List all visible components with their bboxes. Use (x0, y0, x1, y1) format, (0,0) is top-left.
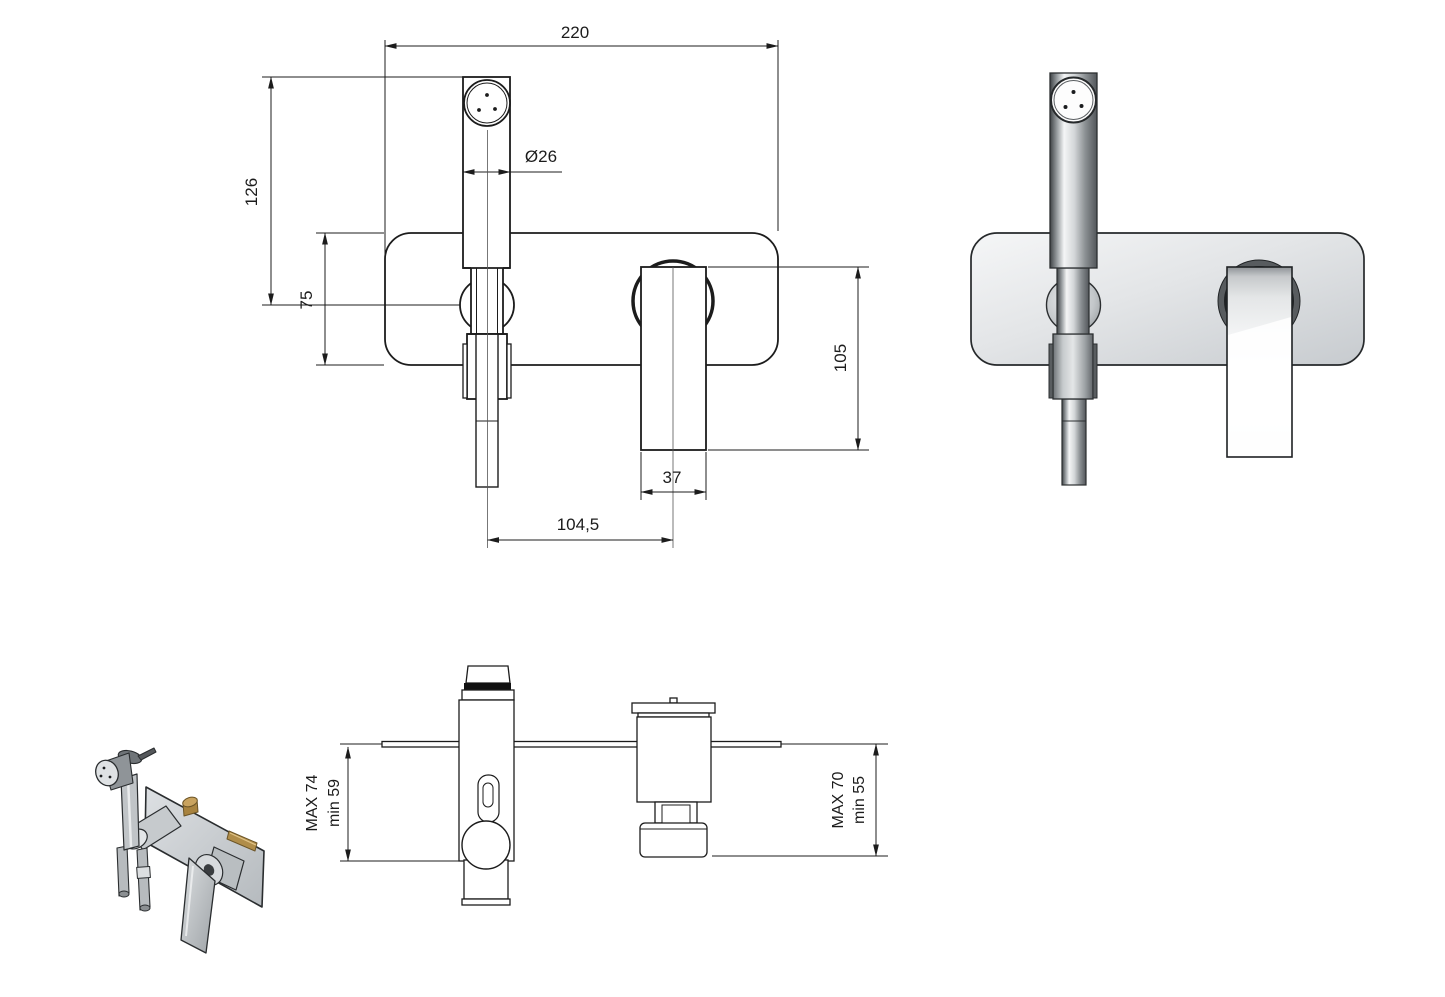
dim-wand-height: 126 (242, 76, 471, 306)
dim-label-left-max: MAX 74 (304, 774, 321, 831)
wall-plate-rendered (970, 232, 1365, 366)
lower-tube-rendered (1061, 398, 1087, 486)
wand-grip-tube (475, 333, 499, 488)
trigger-3d (137, 747, 157, 761)
dim-handle-length: 105 (708, 266, 869, 451)
dim-plate-height: 75 (297, 232, 384, 366)
mixer-3d (180, 846, 245, 954)
brass-bar-3d (226, 830, 258, 852)
wand-face-band (464, 683, 511, 690)
wall-plate-outline (384, 232, 779, 366)
view-top-dimensioned: MAX 74 min 59 MAX 70 min 55 (304, 665, 888, 906)
shower-holder-front (459, 266, 515, 488)
view-perspective (95, 747, 265, 954)
dim-label-axis-distance: 104,5 (557, 515, 600, 534)
holder-bracket-rendered (1052, 333, 1094, 400)
dim-label-plate-height: 75 (297, 291, 316, 310)
valve-body (636, 716, 712, 803)
hoses-3d (116, 845, 151, 912)
dim-label-right-min: min 55 (851, 776, 868, 824)
shower-holder-top-view (458, 665, 515, 906)
brass-inlet-3d (182, 796, 199, 817)
ball-top-view (461, 820, 511, 870)
dim-handle-width: 37 (640, 452, 707, 500)
dim-wand-diameter: Ø26 (462, 147, 562, 175)
dim-label-handle-length: 105 (831, 344, 850, 372)
dim-label-wand-height: 126 (242, 178, 261, 206)
dim-left-projection: MAX 74 min 59 (304, 746, 459, 862)
grip-rendered (1056, 267, 1090, 335)
dim-label-wand-diameter: Ø26 (525, 147, 557, 166)
dim-label-left-min: min 59 (326, 779, 343, 827)
dim-axis-distance: 104,5 (487, 515, 674, 543)
spray-face-rendered (1050, 76, 1097, 124)
dim-label-handle-width: 37 (663, 468, 682, 487)
view-front-dimensioned: 220 126 75 Ø26 (242, 23, 869, 548)
dim-plate-width: 220 (384, 23, 779, 256)
spray-face (463, 79, 511, 127)
dim-label-right-max: MAX 70 (830, 771, 847, 828)
lever-end-top-view (639, 822, 708, 858)
lever-3d (180, 857, 216, 954)
valve-flange (631, 702, 716, 714)
lever-handle (640, 266, 707, 451)
mixer-handle-rendered (1217, 259, 1301, 458)
dim-label-plate-width: 220 (561, 23, 589, 42)
plate-edge-top-view (381, 740, 782, 748)
mixer-valve-top-view (631, 697, 716, 858)
wand-cap (465, 665, 511, 684)
mixer-handle-front (631, 259, 715, 451)
view-front-rendered (970, 72, 1365, 486)
spray-face-3d (95, 759, 119, 787)
dim-right-projection: MAX 70 min 55 (712, 743, 888, 857)
hand-shower-rendered (1045, 72, 1102, 486)
hand-shower-3d (95, 747, 157, 851)
